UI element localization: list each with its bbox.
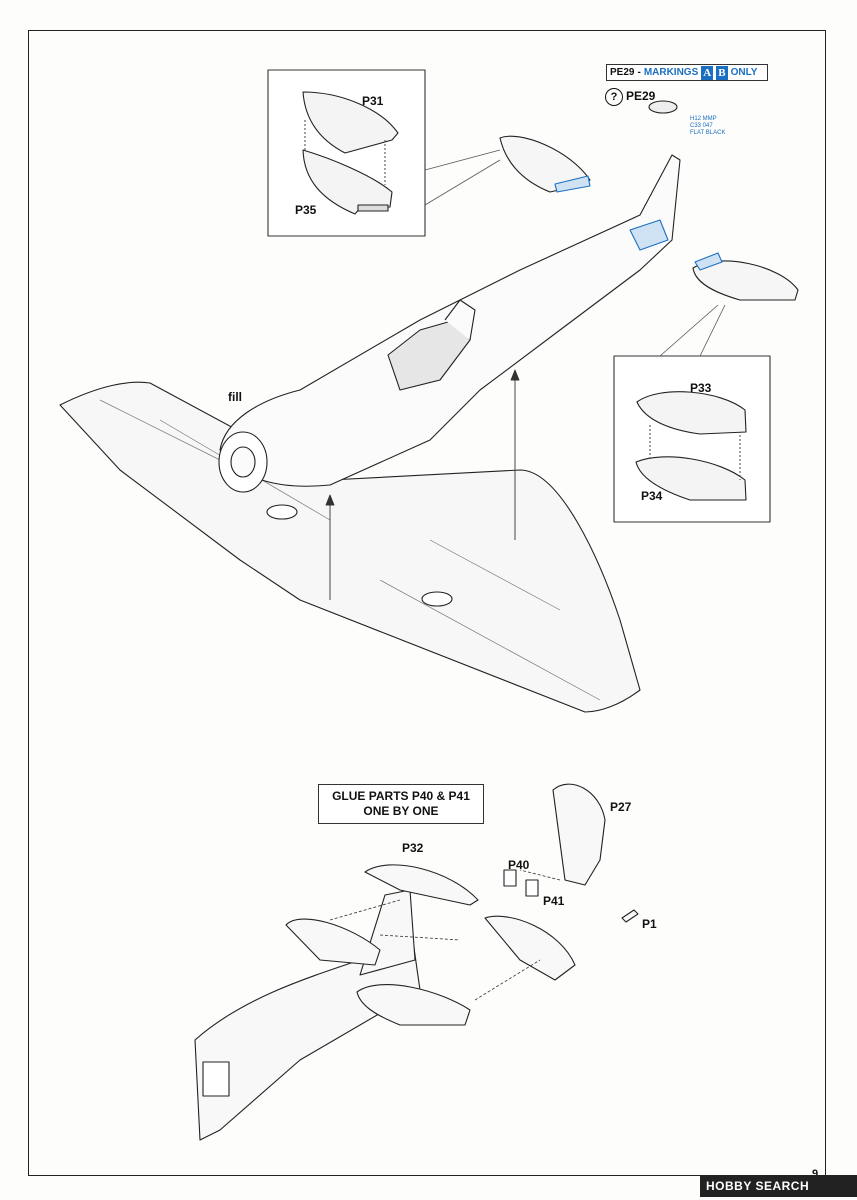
- markings-text: MARKINGS: [643, 67, 699, 78]
- label-pe29: PE29: [626, 89, 656, 103]
- label-p41: P41: [543, 894, 565, 908]
- label-p35: P35: [295, 203, 317, 217]
- label-p32: P32: [402, 841, 424, 855]
- watermark: HOBBY SEARCH: [700, 1175, 857, 1197]
- label-p27: P27: [610, 800, 632, 814]
- paint-line-3: FLAT BLACK: [690, 130, 726, 136]
- paint-callout: H12 MMP C33 047 FLAT BLACK: [690, 116, 725, 137]
- label-p1: P1: [642, 917, 657, 931]
- lower-tail-assembly: [194, 783, 639, 1141]
- glue-note-line-2: ONE BY ONE: [363, 804, 439, 818]
- detail-box-elevator-parts: [613, 304, 771, 523]
- part-p34-shape: [635, 456, 747, 501]
- page-frame: [28, 30, 826, 1176]
- page-number: 9: [812, 1168, 819, 1180]
- tailplane-parts: [499, 100, 799, 301]
- wing-assembly: [59, 381, 641, 713]
- glue-note: GLUE PARTS P40 & P41 ONE BY ONE: [318, 784, 484, 824]
- optional-part-icon: ?: [605, 88, 623, 106]
- detail-box-rudder-parts: [267, 69, 501, 237]
- part-p33-shape: [636, 391, 747, 435]
- marking-tag-a: A: [701, 65, 714, 80]
- paint-line-1: H12 MMP: [690, 116, 717, 122]
- label-p40: P40: [508, 858, 530, 872]
- markings-part: PE29: [610, 67, 635, 78]
- markings-suffix: ONLY: [730, 67, 758, 78]
- part-p31-shape: [302, 91, 399, 154]
- label-fill: fill: [228, 390, 242, 404]
- paint-line-2: C33 047: [690, 123, 713, 129]
- fuselage: [218, 154, 681, 493]
- label-p33: P33: [690, 381, 712, 395]
- label-p31: P31: [362, 94, 384, 108]
- markings-separator: -: [637, 67, 641, 78]
- label-p34: P34: [641, 489, 663, 503]
- guide-lines: [325, 369, 520, 600]
- markings-note: PE29 - MARKINGS A B ONLY: [606, 64, 768, 81]
- glue-note-line-1: GLUE PARTS P40 & P41: [332, 789, 470, 803]
- marking-tag-b: B: [716, 65, 728, 80]
